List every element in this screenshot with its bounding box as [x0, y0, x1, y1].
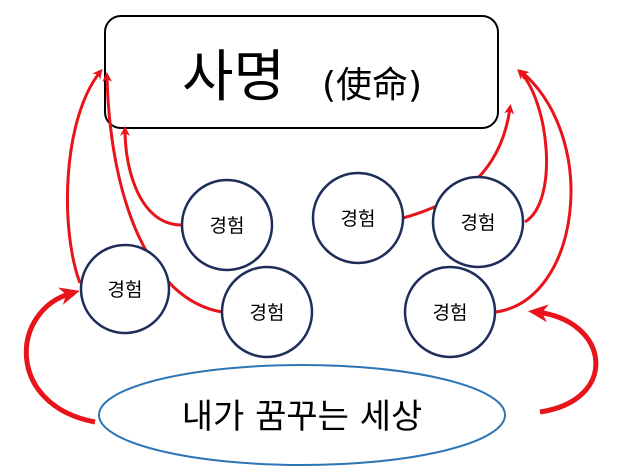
- experience-node-label: 경험: [250, 302, 285, 324]
- dream-world-ellipse: [98, 364, 506, 466]
- experience-node: 경험: [180, 178, 274, 272]
- arrow-dream-left: [24, 287, 96, 425]
- arrow-exp4-to-mission: [102, 72, 223, 314]
- experience-arrows: [66, 68, 573, 314]
- experience-node-label: 경험: [210, 215, 245, 237]
- experience-node: 경험: [79, 243, 171, 335]
- experience-node: 경험: [431, 175, 525, 269]
- experience-node-circle: [403, 265, 497, 359]
- experience-node: 경험: [311, 171, 405, 265]
- mission-box: 사명 (使命): [104, 15, 499, 129]
- experience-node-circle: [220, 265, 314, 359]
- arrow-exp1-to-mission: [66, 68, 103, 284]
- experience-node-circle: [180, 178, 274, 272]
- mission-box-frame: [104, 15, 499, 129]
- experience-node-circle: [431, 175, 525, 269]
- experience-node-label: 경험: [461, 212, 496, 234]
- experience-node-circle: [311, 171, 405, 265]
- experience-node: 경험: [403, 265, 497, 359]
- experience-node-label: 경험: [108, 279, 143, 301]
- arrow-exp5-to-mission: [517, 69, 549, 224]
- experience-node-circle: [79, 243, 171, 335]
- arrow-exp6-to-mission: [495, 69, 573, 314]
- mission-title: 사명: [182, 45, 285, 110]
- arrow-dream-right: [528, 304, 599, 415]
- mission-hanja: (使命): [322, 65, 422, 106]
- dream-world: 내가 꿈꾸는 세상: [98, 364, 506, 466]
- experience-node-label: 경험: [341, 208, 376, 230]
- dream-arrows: [24, 287, 599, 425]
- experience-node: 경험: [220, 265, 314, 359]
- experience-nodes: 경험 경험 경험 경험 경험 경험: [79, 171, 525, 359]
- arrow-exp2-to-mission: [120, 126, 183, 227]
- experience-node-label: 경험: [433, 302, 468, 324]
- dream-world-label: 내가 꿈꾸는 세상: [182, 397, 423, 437]
